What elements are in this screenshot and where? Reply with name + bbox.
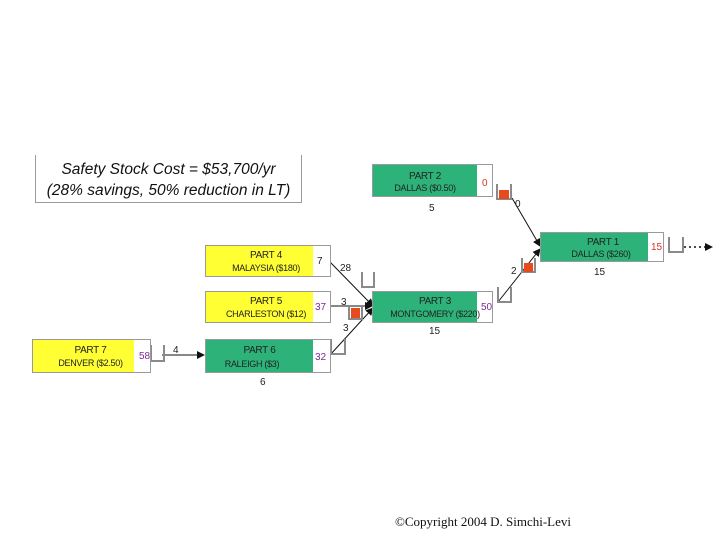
part3-location: MONTGOMERY ($220) xyxy=(390,309,480,319)
part6-location: RALEIGH ($3) xyxy=(224,359,280,369)
part4-side-value: 7 xyxy=(317,256,323,267)
part4-location: MALAYSIA ($180) xyxy=(232,263,300,273)
part1-body xyxy=(541,233,648,261)
stock-bucket-p3 xyxy=(497,287,512,303)
part3-side-value: 50 xyxy=(481,302,493,313)
stock-bucket-p1-out xyxy=(668,237,684,253)
part7-location: DENVER ($2.50) xyxy=(58,358,123,368)
p4-to-p3-label: 28 xyxy=(340,263,352,274)
p1-below-label: 15 xyxy=(594,267,606,278)
p3-to-p1-label: 2 xyxy=(511,266,517,277)
part7-body xyxy=(33,340,134,372)
part3-node: PART 3 MONTGOMERY ($220) 50 xyxy=(372,291,493,323)
link-p2-p1 xyxy=(511,197,541,247)
p3-below-label: 15 xyxy=(429,326,441,337)
p6-below-label: 6 xyxy=(260,377,266,388)
part5-body xyxy=(206,292,313,322)
part6-node: PART 6 RALEIGH ($3) 32 xyxy=(205,339,331,373)
stock-fills xyxy=(351,190,533,318)
stock-fill-p2 xyxy=(499,190,509,199)
part6-body xyxy=(206,340,313,372)
part2-name: PART 2 xyxy=(408,171,442,182)
link-p6-p3 xyxy=(329,307,374,356)
part5-location: CHARLESTON ($12) xyxy=(225,309,307,319)
part1-node: PART 1 DALLAS ($260) 15 xyxy=(540,232,664,262)
link-p4-p3 xyxy=(329,261,374,307)
p6-to-p3-label: 3 xyxy=(343,323,349,334)
part4-node: PART 4 MALAYSIA ($180) 7 xyxy=(205,245,331,277)
stock-bucket-p4 xyxy=(361,272,375,288)
stock-fill-p5 xyxy=(351,308,360,318)
part3-name: PART 3 xyxy=(418,296,452,307)
part2-body xyxy=(373,165,477,196)
part4-body xyxy=(206,246,313,276)
part6-name: PART 6 xyxy=(243,345,276,356)
part2-location: DALLAS ($0.50) xyxy=(394,183,456,193)
part5-side-value: 37 xyxy=(315,302,327,313)
stock-bucket-p6 xyxy=(330,339,346,355)
part7-name: PART 7 xyxy=(74,345,107,356)
stock-bucket-p7 xyxy=(150,345,165,362)
summary-line-2: (28% savings, 50% reduction in LT) xyxy=(46,182,291,199)
part2-node: PART 2 DALLAS ($0.50) 0 xyxy=(372,164,493,197)
part1-location: DALLAS ($260) xyxy=(571,249,631,259)
p7-to-p6-label: 4 xyxy=(173,345,179,356)
part7-side-value: 58 xyxy=(139,351,151,362)
part1-side-value: 15 xyxy=(651,242,663,253)
part3-body xyxy=(373,292,477,322)
stock-bucket-p5 xyxy=(348,306,363,320)
part5-name: PART 5 xyxy=(249,296,283,307)
link-p3-p1 xyxy=(497,248,541,303)
summary-line-1: Safety Stock Cost = $53,700/yr xyxy=(61,161,276,178)
part4-name: PART 4 xyxy=(249,250,283,261)
safety-stock-summary: Safety Stock Cost = $53,700/yr (28% savi… xyxy=(35,155,302,203)
p5-to-p3-label: 3 xyxy=(341,297,347,308)
part2-side-value: 0 xyxy=(482,178,488,189)
copyright-notice: ©Copyright 2004 D. Simchi-Levi xyxy=(395,514,571,529)
p2-to-p1-label: 0 xyxy=(515,199,521,210)
p2-below-label: 5 xyxy=(429,203,435,214)
part5-node: PART 5 CHARLESTON ($12) 37 xyxy=(205,291,331,323)
part6-side-value: 32 xyxy=(315,352,327,363)
part1-name: PART 1 xyxy=(586,237,620,248)
stock-fill-p1-in xyxy=(524,263,533,272)
part7-node: PART 7 DENVER ($2.50) 58 xyxy=(32,339,151,373)
